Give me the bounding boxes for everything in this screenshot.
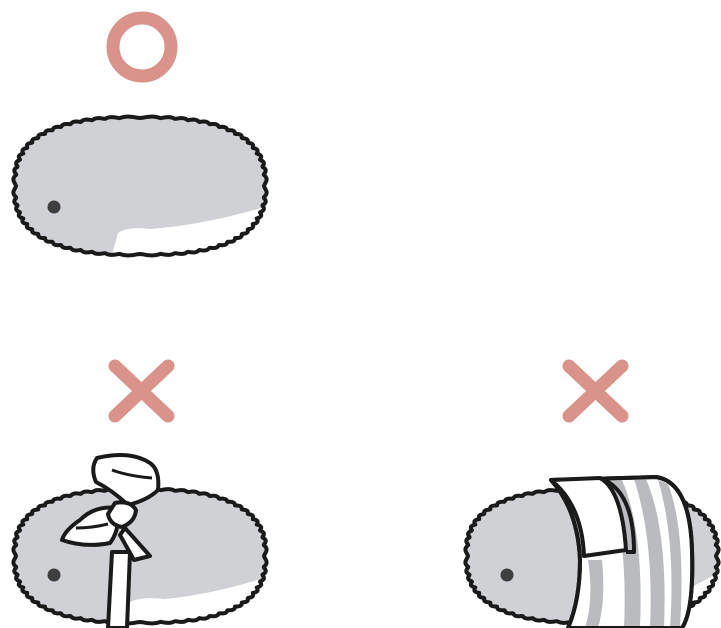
bow-strap (108, 552, 130, 628)
pet-with-wrap (465, 477, 721, 628)
panel-wrap (465, 366, 721, 628)
ng-cross-icon (569, 366, 622, 416)
panel-bow (13, 366, 272, 628)
bow-knot (108, 502, 136, 527)
panel-correct (13, 18, 270, 262)
pet-plain (13, 117, 270, 262)
ng-cross-icon (115, 366, 168, 416)
pet-eye-icon (48, 569, 61, 582)
pet-eye-icon (501, 569, 514, 582)
ok-circle-icon (113, 18, 171, 76)
pet-eye-icon (48, 201, 61, 214)
pet-with-bow (13, 455, 272, 628)
